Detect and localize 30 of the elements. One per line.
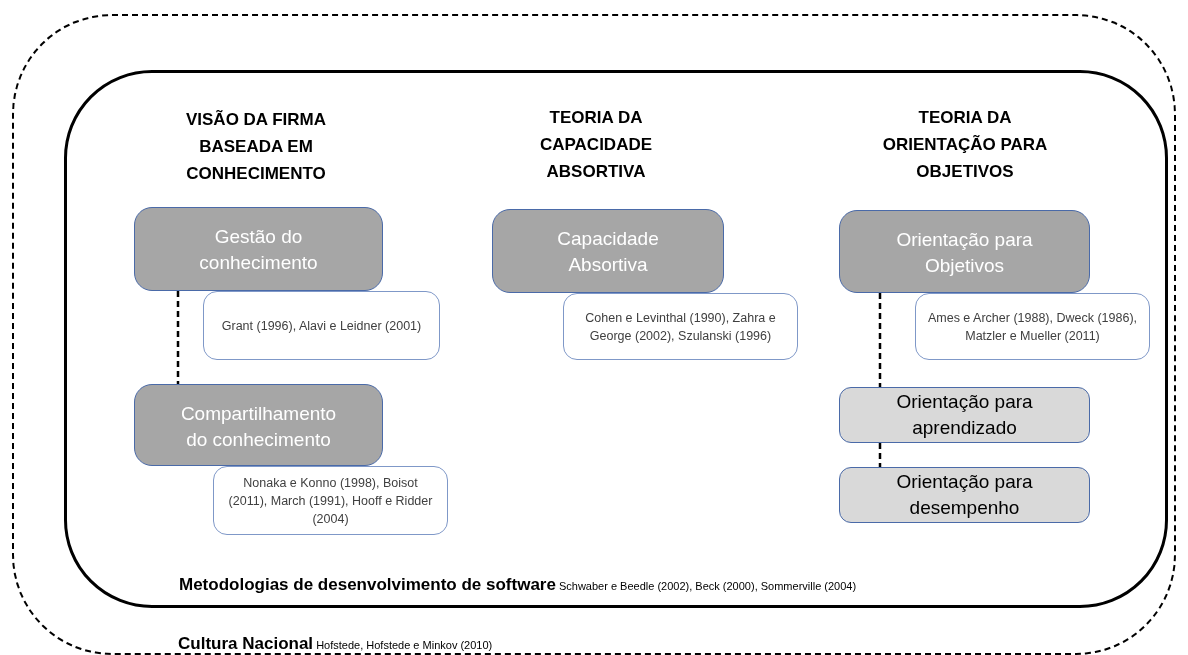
reference-text: Grant (1996), Alavi e Leidner (2001) [221, 317, 422, 335]
context-label: Metodologias de desenvolvimento de software Schwaber e Beedle (2002), Beck (2000), Sommerville (2004) [179, 575, 857, 595]
column-heading: TEORIA DA CAPACIDADE ABSORTIVA [538, 107, 654, 183]
topic-title: Capacidade Absortiva [556, 227, 660, 277]
reference-box [203, 291, 440, 360]
reference-text: Ames e Archer (1988), Dweck (1986), Matzler e Mueller (2011) [926, 309, 1139, 345]
context-label: Cultura Nacional Hofstede, Hofstede e Minkov (2010) [178, 634, 493, 654]
subtopic-title: Orientação para desempenho [895, 470, 1034, 520]
rounded-frame [64, 70, 1168, 608]
topic-box [134, 207, 383, 291]
topic-box [839, 210, 1090, 293]
reference-text: Nonaka e Konno (1998), Boisot (2011), March (1991), Hooff e Ridder (2004) [227, 474, 434, 528]
dashed-connector [878, 443, 882, 467]
subtopic-box [839, 467, 1090, 523]
reference-text: Cohen e Levinthal (1990), Zahra e George (2002), Szulanski (1996) [584, 309, 777, 345]
topic-title: Orientação para Objetivos [895, 228, 1034, 278]
subtopic-title: Orientação para aprendizado [895, 390, 1034, 440]
reference-box [915, 293, 1150, 360]
reference-box [213, 466, 448, 535]
dashed-connector [176, 291, 180, 384]
column-heading: TEORIA DA ORIENTAÇÃO PARA OBJETIVOS [881, 107, 1049, 183]
topic-box [134, 384, 383, 466]
dashed-connector [878, 293, 882, 387]
column-heading: VISÃO DA FIRMA BASEADA EM CONHECIMENTO [184, 109, 328, 185]
topic-title: Gestão do conhecimento [198, 225, 319, 275]
dashed-frame [12, 14, 1176, 655]
topic-box [492, 209, 724, 293]
subtopic-box [839, 387, 1090, 443]
reference-box [563, 293, 798, 360]
topic-title: Compartilhamento do conhecimento [179, 402, 338, 452]
